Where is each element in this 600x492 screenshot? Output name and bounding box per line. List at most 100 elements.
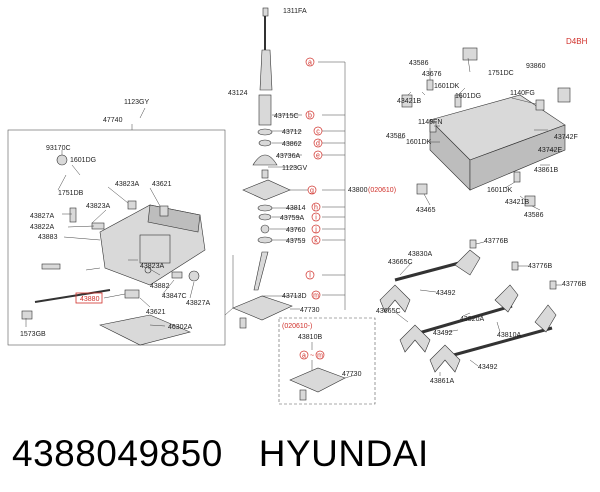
label-1140fn: 1140FN — [418, 119, 442, 126]
label-43742f: 43742F — [554, 134, 578, 141]
housing-frame — [7, 129, 226, 346]
bushing-43880 — [124, 289, 140, 299]
ref-g: g — [310, 188, 314, 195]
ref-range-sep: ~ — [310, 353, 314, 360]
label-43492: 43492 — [478, 364, 498, 371]
label-43800: 43800 — [348, 187, 368, 194]
label-43823a: 43823A — [140, 263, 164, 270]
label-43621: 43621 — [152, 181, 172, 188]
bracket-foot — [239, 317, 247, 329]
label-1140fg: 1140FG — [510, 90, 535, 97]
boot-43736a — [252, 154, 278, 166]
label-1601dk: 1601DK — [487, 187, 513, 194]
label-43830a: 43830A — [408, 251, 432, 258]
label-43621: 43621 — [146, 309, 166, 316]
label-43586: 43586 — [386, 133, 406, 140]
label-43759: 43759 — [286, 238, 306, 245]
ball-43760 — [260, 224, 270, 234]
label-43776b: 43776B — [484, 238, 508, 245]
label-43776b: 43776B — [528, 263, 552, 270]
shift-lever-upper — [259, 49, 273, 91]
fork-2 — [399, 324, 431, 353]
label-1751db: 1751DB — [58, 190, 84, 197]
brand-name: HYUNDAI — [258, 433, 429, 474]
label-1601dg: 1601DG — [455, 93, 481, 100]
fork-2-head — [494, 284, 519, 313]
bolt-1123gv — [261, 169, 269, 179]
label-43421b: 43421B — [397, 98, 421, 105]
pin-43776b-c — [549, 280, 557, 290]
cap-43421b-b — [524, 195, 536, 207]
label-93170c: 93170C — [46, 145, 71, 152]
shift-lever-group: a b c d e g h i j k l m 1311FA 43715C 43… — [224, 7, 396, 329]
bolt-43827a — [69, 207, 77, 223]
label-43814: 43814 — [286, 205, 306, 212]
plug-93170c — [56, 154, 68, 166]
ring-43759 — [257, 236, 273, 244]
label-43822a: 43822A — [30, 224, 54, 231]
cap-43742f — [557, 87, 571, 103]
ring-43759a — [258, 213, 272, 221]
pin-43776b-a — [469, 239, 477, 249]
label-1601dk: 1601DK — [406, 139, 432, 146]
ref-m2: m — [317, 353, 323, 360]
seal-43862 — [258, 139, 272, 147]
label-43676: 43676 — [422, 71, 442, 78]
bolt-43676 — [426, 79, 434, 91]
ref-m: m — [313, 293, 319, 300]
label-1601dg: 1601DG — [70, 157, 96, 164]
label-43862: 43862 — [282, 141, 302, 148]
bolt-1311fa — [262, 7, 269, 17]
ref-e: e — [316, 153, 320, 160]
shift-housing-group: 43124 1123GY 47740 93170C 1601DG 1751DB … — [7, 90, 248, 346]
plug-43465 — [416, 183, 428, 195]
label-43736a: 43736A — [276, 153, 300, 160]
label-43665c: 43665C — [376, 308, 401, 315]
ref-a2: a — [302, 353, 306, 360]
cap-43421b — [401, 94, 413, 108]
label-1123gv: 1123GV — [282, 165, 307, 172]
label-43759a: 43759A — [280, 215, 304, 222]
label-43665c: 43665C — [388, 259, 413, 266]
label-43492: 43492 — [433, 330, 453, 337]
label-43742e: 43742E — [538, 147, 562, 154]
fork-1 — [379, 284, 411, 313]
pin-43776b-b — [511, 261, 519, 271]
label-43823a: 43823A — [86, 203, 110, 210]
revision-frame — [278, 317, 376, 405]
ref-i: i — [315, 215, 317, 222]
label-43861b: 43861B — [534, 167, 558, 174]
bracket-foot-b — [299, 389, 307, 401]
label-43715c: 43715C — [274, 113, 299, 120]
ref-b: b — [308, 113, 312, 120]
label-43124: 43124 — [228, 90, 248, 97]
bolt-43621 — [159, 205, 169, 217]
ring-43814 — [257, 204, 273, 212]
bracket-47730-b — [289, 367, 346, 393]
washer-43827a — [188, 270, 200, 282]
label-43421b: 43421B — [505, 199, 529, 206]
bolt-1601dk — [513, 171, 521, 183]
cover-group: 43586 43676 93860 1751DC 43421B 1601DK 1… — [386, 47, 578, 219]
label-date-to: (020610-) — [282, 323, 312, 330]
label-43827a: 43827A — [30, 213, 54, 220]
spring-43847c — [171, 271, 183, 279]
top-cover-front — [469, 124, 566, 191]
ref-d: d — [316, 141, 320, 148]
label-1311fa: 1311FA — [283, 8, 307, 15]
label-1573gb: 1573GB — [20, 331, 46, 338]
label-47740: 47740 — [103, 117, 123, 124]
bracket-47730 — [232, 295, 293, 321]
lever-lower-43713d — [253, 251, 269, 291]
label-1123gy: 1123GY — [124, 99, 149, 106]
label-43465: 43465 — [416, 207, 436, 214]
bolt-1573gb — [21, 310, 33, 320]
highlight-43880 — [75, 292, 103, 304]
label-43823a: 43823A — [115, 181, 139, 188]
label-93860: 93860 — [526, 63, 546, 70]
label-43492: 43492 — [436, 290, 456, 297]
fork-3-head — [534, 304, 557, 333]
label-43847c: 43847C — [162, 293, 187, 300]
label-43883: 43883 — [38, 234, 58, 241]
rail-43820a — [411, 304, 513, 337]
